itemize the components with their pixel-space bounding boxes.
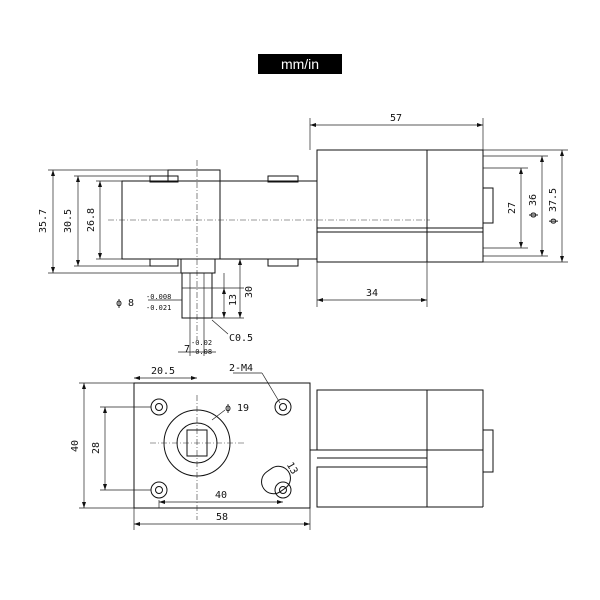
dim-height-mid: 30.5 <box>63 209 74 233</box>
dim-hole-spacing-h: 40 <box>215 490 227 501</box>
dim-motor-dia: ϕ 36 <box>528 194 539 218</box>
dim-slot-width: 13 <box>284 461 300 477</box>
mount-slot <box>261 465 291 495</box>
dim-flat-tol-upper: -0.02 <box>191 339 212 347</box>
dim-bore-dia: ϕ 19 <box>225 403 249 414</box>
dim-terminal-width: 27 <box>507 202 518 214</box>
motor-top <box>316 389 484 451</box>
dim-height-inner: 26.8 <box>86 208 97 232</box>
dim-flat-tol-lower: -0.08 <box>191 348 212 356</box>
output-shaft <box>181 272 213 319</box>
dim-hole-offset: 20.5 <box>151 366 175 377</box>
mounting-plate <box>133 382 311 509</box>
dim-motor-can-dia: ϕ 37.5 <box>548 188 559 224</box>
motor-body <box>316 149 484 229</box>
dim-shaft-tol-lower: -0.021 <box>146 304 171 312</box>
side-view: 57 35.7 30.5 26.8 -0.008 ϕ 8 -0.021 13 3… <box>38 113 568 356</box>
motor-terminal-top <box>482 429 494 473</box>
mount-hole-bl <box>150 481 168 499</box>
dim-height-outer: 35.7 <box>38 209 49 233</box>
dim-shaft-len-long: 30 <box>244 286 255 298</box>
dim-plate-height: 40 <box>70 440 81 452</box>
dim-flat-size: 7 <box>184 344 190 355</box>
unit-label: mm/in <box>258 54 342 74</box>
dim-gearbox-to-motor: 34 <box>366 288 378 299</box>
dim-hole-spacing-v: 28 <box>91 442 102 454</box>
mount-hole-br <box>274 481 292 499</box>
dim-shaft-tol-upper: -0.008 <box>146 293 171 301</box>
dim-mount-thread: 2-M4 <box>229 363 253 374</box>
dim-plate-width: 58 <box>216 512 228 523</box>
dim-motor-length: 57 <box>390 113 402 124</box>
motor-terminal <box>482 187 494 224</box>
mount-hole-tl <box>150 398 168 416</box>
dim-chamfer: C0.5 <box>229 333 253 344</box>
dim-shaft-dia: ϕ 8 <box>116 298 134 309</box>
top-view: 20.5 2-M4 ϕ 19 40 28 13 40 58 <box>70 363 494 530</box>
mount-hole-tr <box>274 398 292 416</box>
dim-shaft-len-short: 13 <box>228 294 239 306</box>
